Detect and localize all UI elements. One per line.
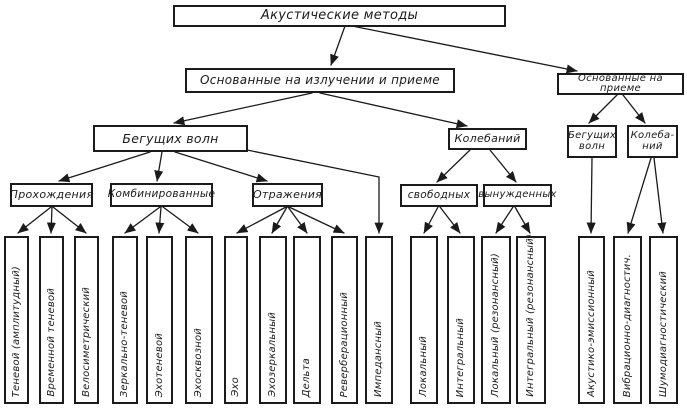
edge-root-reception [351,25,578,74]
leaf-label: Интегральный (резонансный) [525,234,536,397]
leaf-label: Локальный (резонансный) [490,252,501,397]
leaf-velosymmetric: Велосиметрический [74,236,99,404]
leaf-reverberation: Реверберационный [331,236,358,404]
edge-twp-leaf15 [586,157,596,234]
edge-combined-leaf3 [124,206,161,234]
edge-osc-forced [489,149,517,183]
leaf-acoustic-emission: Акустико-эмиссионный [578,236,605,404]
node-traveling-waves: Бегущих волн [93,125,248,152]
leaf-delta: Дельта [293,236,321,404]
edge-tw-transmission [58,151,151,183]
edge-reflection-leaf8 [287,206,308,234]
edge-oscp-leaf16 [626,157,652,234]
edge-root-emission [330,25,346,66]
node-emission-reception: Основанные на излучении и приеме [185,68,455,93]
leaf-label: Эхозеркальный [267,312,278,397]
node-oscillations-passive: Колеба- ний [627,125,678,158]
leaf-label: Эхо [230,377,241,397]
edge-transmission-leaf1 [46,206,56,234]
node-root: Акустические методы [173,5,506,27]
node-reflection: Отражения [252,183,323,207]
edge-oscp-leaf17 [653,157,667,234]
edge-reception-oscillations [622,94,646,124]
leaf-integral-resonant: Интегральный (резонансный) [516,234,546,404]
leaf-label: Велосиметрический [80,287,92,397]
leaf-label: Дельта [301,357,312,397]
leaf-label: Эхотеневой [153,332,165,397]
leaf-shadow-amplitude: Теневой (амплитудный) [4,236,29,404]
edge-emission-travelingwaves [173,92,313,126]
leaf-echo-mirror: Эхозеркальный [259,236,287,404]
leaf-label: Реверберационный [338,291,350,397]
leaf-local: Локальный [410,236,438,404]
leaf-echo-shadow: Эхотеневой [146,236,173,404]
edge-transmission-leaf0 [17,206,52,234]
leaf-label: Импедансный [373,321,384,397]
leaf-label: Акустико-эмиссионный [585,269,597,397]
edge-forced-leaf13 [495,206,514,234]
node-combined: Комбинированные [108,183,215,207]
leaf-label: Интегральный [455,317,466,397]
leaf-echo-through: Эхосквозной [185,236,213,404]
node-transmission: Прохождения [10,183,93,207]
leaf-label: Временной теневой [45,288,57,397]
edge-free-leaf11 [423,206,439,234]
edge-reception-travelingwaves [588,94,618,124]
edge-emission-oscillations [319,92,468,129]
edge-osc-free [436,149,471,183]
leaf-local-resonant: Локальный (резонансный) [481,236,511,404]
leaf-vibration-diagnostic: Вибрационно-диагностич. [613,236,642,404]
leaf-echo: Эхо [224,236,248,404]
edge-reflection-leaf6 [236,206,287,234]
node-reception: Основанные на приеме [557,73,684,95]
leaf-mirror-shadow: Зеркально-теневой [112,236,138,404]
edge-free-leaf12 [439,206,461,234]
leaf-label: Теневой (амплитудный) [10,265,22,397]
edge-tw-reflection [174,151,268,183]
leaf-impedance: Импедансный [365,236,393,404]
node-free: свободных [400,184,478,207]
leaf-label: Зеркально-теневой [119,290,130,397]
edge-forced-leaf14 [514,206,531,234]
node-forced: вынужденных [478,184,556,207]
leaf-noise-diagnostic: Шумодиагностический [649,236,678,404]
leaf-integral: Интегральный [447,236,475,404]
edge-reflection-leaf9 [288,206,345,234]
leaf-label: Эхосквозной [193,327,204,397]
edge-reflection-leaf7 [271,206,288,234]
leaf-label: Вибрационно-диагностич. [621,253,633,397]
edge-combined-leaf5 [162,206,199,234]
leaf-label: Локальный [418,336,429,397]
node-traveling-waves-passive: Бегущих волн [567,125,617,158]
node-oscillations: Колебаний [448,128,527,150]
edge-transmission-leaf2 [52,206,87,234]
leaf-label: Шумодиагностический [657,271,669,397]
edge-tw-combined [154,151,164,182]
leaf-time-shadow: Временной теневой [39,236,64,404]
edge-combined-leaf4 [155,206,165,234]
